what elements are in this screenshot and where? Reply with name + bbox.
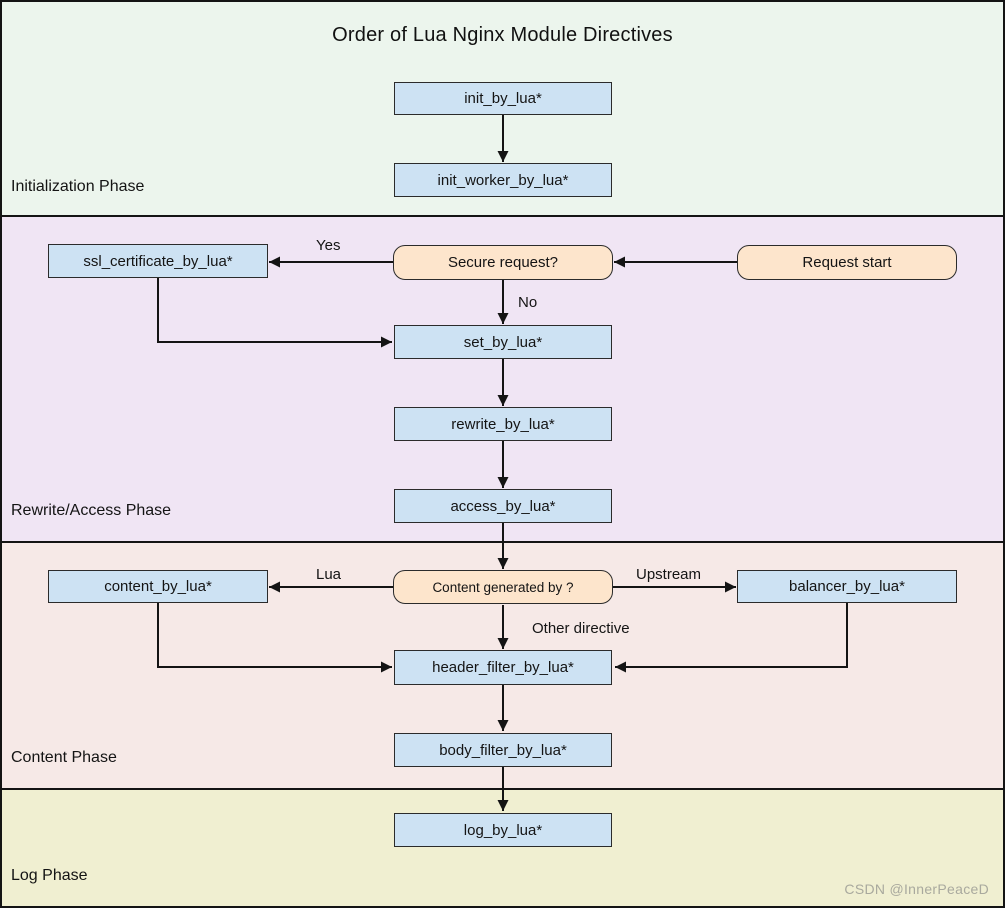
node-request-start: Request start — [737, 245, 957, 280]
node-init-worker-by-lua: init_worker_by_lua* — [394, 163, 612, 197]
phase-label-initialization: Initialization Phase — [11, 178, 145, 195]
node-rewrite-by-lua-label: rewrite_by_lua* — [451, 415, 555, 433]
node-request-start-label: Request start — [802, 254, 892, 271]
node-init-by-lua-label: init_by_lua* — [464, 90, 542, 107]
node-ssl-certificate-by-lua-label: ssl_certificate_by_lua* — [83, 252, 233, 270]
phase-label-content: Content Phase — [11, 749, 117, 766]
edge-label-yes: Yes — [316, 237, 341, 254]
node-access-by-lua-label: access_by_lua* — [450, 497, 556, 515]
node-log-by-lua-label: log_by_lua* — [463, 821, 543, 839]
edge-label-other-directive: Other directive — [532, 620, 630, 637]
divider-init-rewrite — [0, 215, 1005, 217]
node-balancer-by-lua-label: balancer_by_lua* — [789, 578, 905, 595]
node-content-by-lua-label: content_by_lua* — [104, 578, 212, 595]
edge-label-no: No — [518, 294, 538, 311]
node-secure-request-label: Secure request? — [447, 254, 559, 271]
edge-label-lua: Lua — [316, 566, 342, 583]
node-secure-request-decision: Secure request? — [393, 245, 613, 280]
node-init-worker-by-lua-label: init_worker_by_lua* — [437, 171, 569, 189]
node-balancer-by-lua: balancer_by_lua* — [737, 570, 957, 603]
phase-label-rewrite-access: Rewrite/Access Phase — [11, 502, 172, 519]
node-set-by-lua-label: set_by_lua* — [463, 333, 543, 351]
node-header-filter-by-lua: header_filter_by_lua* — [394, 650, 612, 685]
page-title: Order of Lua Nginx Module Directives — [332, 24, 673, 46]
node-access-by-lua: access_by_lua* — [394, 489, 612, 523]
node-header-filter-by-lua-label: header_filter_by_lua* — [432, 659, 574, 676]
node-rewrite-by-lua: rewrite_by_lua* — [394, 407, 612, 441]
watermark-text: CSDN @InnerPeaceD — [844, 881, 989, 897]
divider-content-log — [0, 788, 1005, 790]
node-log-by-lua: log_by_lua* — [394, 813, 612, 847]
node-body-filter-by-lua-label: body_filter_by_lua* — [439, 741, 567, 759]
node-content-generated-by-decision: Content generated by ? — [393, 570, 613, 604]
edge-label-upstream: Upstream — [636, 566, 702, 583]
node-body-filter-by-lua: body_filter_by_lua* — [394, 733, 612, 767]
phase-label-log: Log Phase — [11, 867, 88, 884]
node-ssl-certificate-by-lua: ssl_certificate_by_lua* — [48, 244, 268, 278]
node-content-by-lua: content_by_lua* — [48, 570, 268, 603]
node-content-generated-by-label: Content generated by ? — [432, 579, 574, 595]
node-set-by-lua: set_by_lua* — [394, 325, 612, 359]
divider-rewrite-content — [0, 541, 1005, 543]
node-init-by-lua: init_by_lua* — [394, 82, 612, 115]
